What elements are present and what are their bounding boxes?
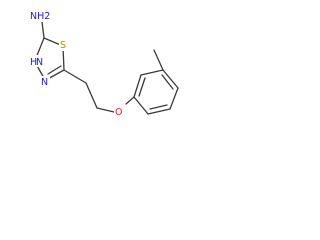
ether-oxygen-label: O xyxy=(115,107,122,118)
bond-ch2a-ch2b xyxy=(85,82,98,109)
bond-ar3-methyl xyxy=(153,49,164,71)
bond-ar3-ar4-inner xyxy=(161,74,174,90)
bond-o-ar xyxy=(125,96,135,105)
bond-n3-c2 xyxy=(35,37,45,59)
ring-nitrogen-h-label: N xyxy=(36,57,43,68)
amine-label: NH2 xyxy=(30,11,50,22)
bond-ar1-ar2 xyxy=(133,74,142,98)
bond-c2-amine xyxy=(41,21,45,39)
bond-ar5-ar6-inner xyxy=(149,104,168,110)
bond-layer xyxy=(35,21,179,115)
bond-ar2-ar3 xyxy=(140,69,164,76)
bond-ar3-ar4 xyxy=(162,69,179,89)
ring-nitrogen-h-prefix: H xyxy=(30,57,37,68)
atom-label-layer: NH2 S H N N O xyxy=(28,10,126,118)
bond-ar6-ar1 xyxy=(133,96,149,115)
bond-ar4-ar5 xyxy=(169,87,179,110)
molecule-structure-diagram: NH2 S H N N O xyxy=(28,10,179,118)
ring-nitrogen-label: N xyxy=(41,77,48,88)
bond-ar5-ar6 xyxy=(147,108,171,115)
bond-ch2b-o xyxy=(96,107,115,113)
bond-c5-ch2a xyxy=(63,69,87,84)
sulfur-label: S xyxy=(60,40,66,51)
bond-ar1-ar2-inner xyxy=(138,77,146,97)
bond-c5-n4-double xyxy=(47,65,62,75)
